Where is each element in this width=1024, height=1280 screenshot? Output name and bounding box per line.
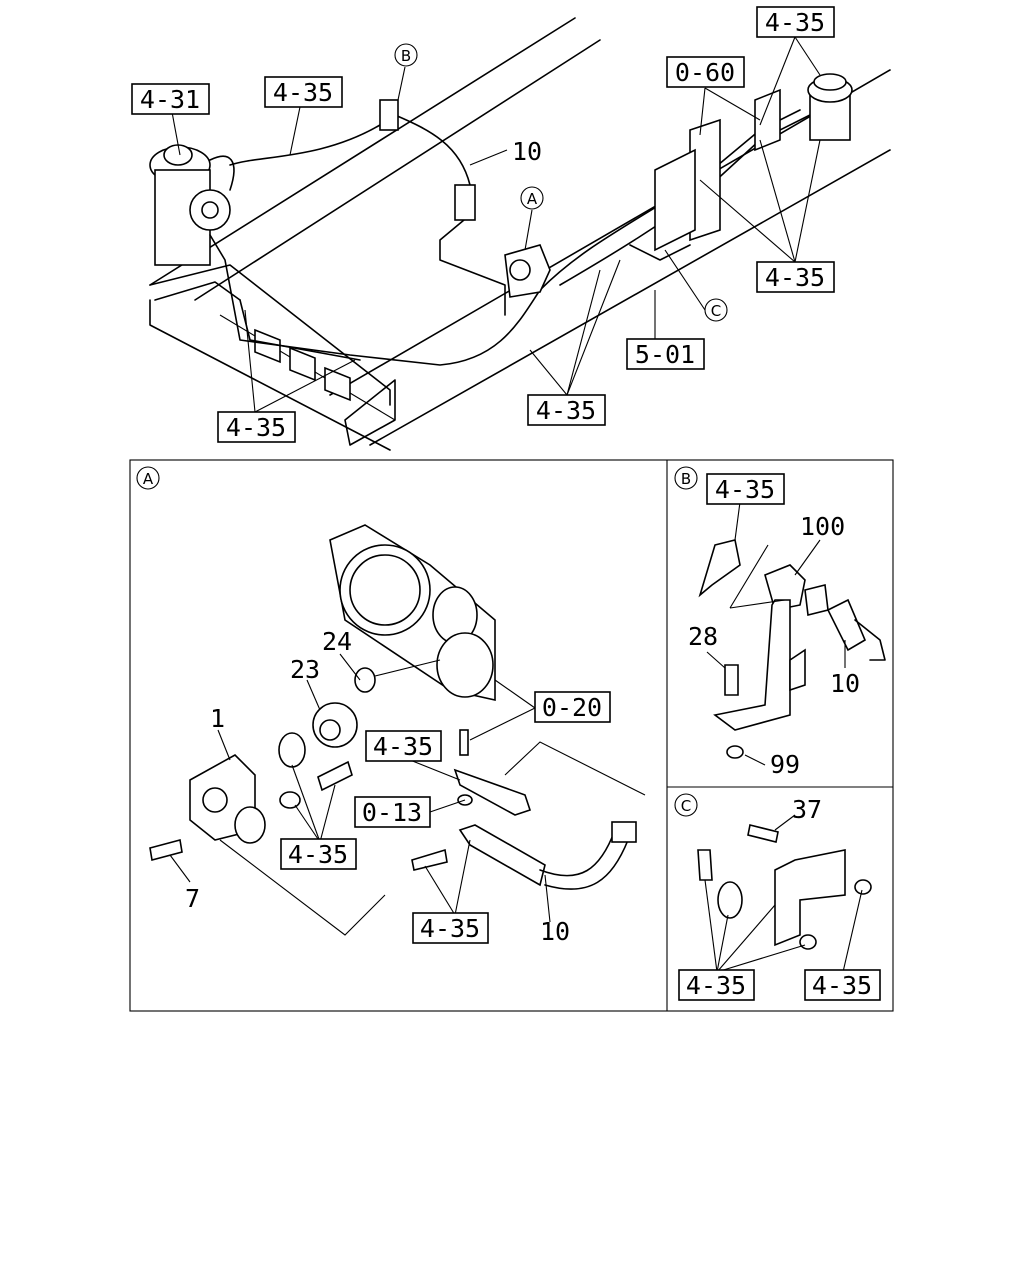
ref-label-0-60: 0-60 (666, 56, 745, 88)
detail-b-leaders (706, 501, 846, 766)
detail-c-leaders (704, 814, 863, 973)
hose-end (826, 598, 886, 661)
drive-gear (312, 702, 358, 748)
ref-label-4-35-left-hose: 4-35 (264, 76, 343, 108)
ref-label-4-35-seals: 4-35 (280, 838, 357, 870)
svg-text:0-13: 0-13 (362, 798, 422, 827)
steering-unit (504, 244, 551, 298)
svg-text:4-31: 4-31 (140, 85, 200, 114)
detail-marker-c: C (674, 793, 698, 817)
ref-label-4-35-lower-left: 4-35 (217, 411, 296, 443)
ref-label-0-20: 0-20 (534, 691, 611, 723)
svg-text:4-35: 4-35 (226, 413, 286, 442)
svg-text:5-01: 5-01 (635, 340, 695, 369)
ref-label-4-35-bracket: 4-35 (365, 730, 442, 762)
svg-text:4-35: 4-35 (536, 396, 596, 425)
ref-label-4-35-nut: 4-35 (804, 969, 881, 1001)
part-number-28: 28 (688, 622, 718, 651)
ref-label-4-35-bolt: 4-35 (412, 912, 489, 944)
nut-c-lower (799, 934, 817, 950)
part-number-23: 23 (290, 655, 320, 684)
vehicle-frame-rail (149, 17, 891, 451)
svg-text:4-35: 4-35 (686, 971, 746, 1000)
bolt-hose (411, 848, 448, 871)
svg-text:4-35: 4-35 (765, 8, 825, 37)
part-number-10-main: 10 (512, 137, 542, 166)
pump-body (189, 754, 266, 844)
fluid-reservoir (654, 73, 853, 252)
detail-marker-c-main: C (704, 298, 728, 322)
svg-text:C: C (711, 302, 721, 320)
detail-frame (129, 459, 894, 1012)
svg-text:0-60: 0-60 (675, 58, 735, 87)
svg-text:A: A (143, 470, 154, 488)
svg-text:4-35: 4-35 (812, 971, 872, 1000)
bolt-37 (747, 824, 779, 843)
detail-b-panel: B (674, 466, 886, 779)
main-assembly-view: 4-31 4-35 4-35 0-60 4-35 4-35 5-01 4-35 (131, 6, 891, 451)
detail-marker-b: B (674, 466, 698, 490)
ref-label-4-35-clamps: 4-35 (678, 969, 755, 1001)
power-steering-pump (149, 144, 235, 266)
ref-label-4-35-lower-center: 4-35 (527, 394, 606, 426)
o-ring (278, 732, 353, 809)
bracket (453, 729, 532, 816)
part-number-37: 37 (792, 795, 822, 824)
part-number-7: 7 (185, 884, 200, 913)
svg-text:4-35: 4-35 (715, 475, 775, 504)
detail-marker-b-main: B (394, 43, 418, 67)
svg-text:B: B (681, 470, 691, 488)
svg-text:A: A (527, 190, 538, 208)
svg-text:4-35: 4-35 (420, 914, 480, 943)
part-number-1: 1 (210, 704, 225, 733)
pipe-fitting (698, 539, 741, 598)
detail-c-panel: C 37 4-35 (674, 793, 881, 1001)
svg-text:4-35: 4-35 (273, 78, 333, 107)
main-leader-lines (171, 36, 821, 413)
hydraulic-lines (209, 99, 811, 366)
svg-text:4-35: 4-35 (373, 732, 433, 761)
ref-label-4-31: 4-31 (131, 83, 210, 115)
pipe-clamp (717, 881, 743, 919)
detail-marker-a: A (136, 466, 160, 490)
timing-gear-case (329, 524, 496, 701)
detail-a-panel: A (136, 466, 646, 946)
part-number-99: 99 (770, 750, 800, 779)
union-fitting (764, 564, 829, 616)
detail-marker-a-main: A (520, 186, 544, 210)
part-number-100: 100 (800, 512, 845, 541)
part-number-10-detail-b: 10 (830, 669, 860, 698)
svg-text:C: C (681, 797, 691, 815)
part-number-10-detail-a: 10 (540, 917, 570, 946)
svg-text:B: B (401, 47, 411, 65)
nut-99 (726, 745, 744, 759)
mounting-bracket-b (713, 599, 806, 731)
ref-label-4-35-top-right: 4-35 (756, 6, 835, 38)
bolt-7 (149, 839, 183, 861)
pressure-hose (458, 821, 637, 890)
ref-label-4-35-detail-b: 4-35 (706, 473, 785, 505)
svg-text:0-20: 0-20 (542, 693, 602, 722)
part-number-24: 24 (322, 627, 352, 656)
nut-c-right (854, 879, 872, 895)
bolt-28 (724, 664, 739, 696)
ref-label-0-13: 0-13 (354, 796, 431, 828)
ref-label-4-35-right-brackets: 4-35 (756, 261, 835, 293)
washer-nut (354, 667, 376, 693)
ref-label-5-01: 5-01 (626, 338, 705, 370)
svg-text:4-35: 4-35 (765, 263, 825, 292)
svg-text:4-35: 4-35 (288, 840, 348, 869)
detail-a-leaders (169, 653, 646, 936)
mounting-bracket-c (774, 849, 846, 947)
clamp-bolt (697, 849, 713, 881)
